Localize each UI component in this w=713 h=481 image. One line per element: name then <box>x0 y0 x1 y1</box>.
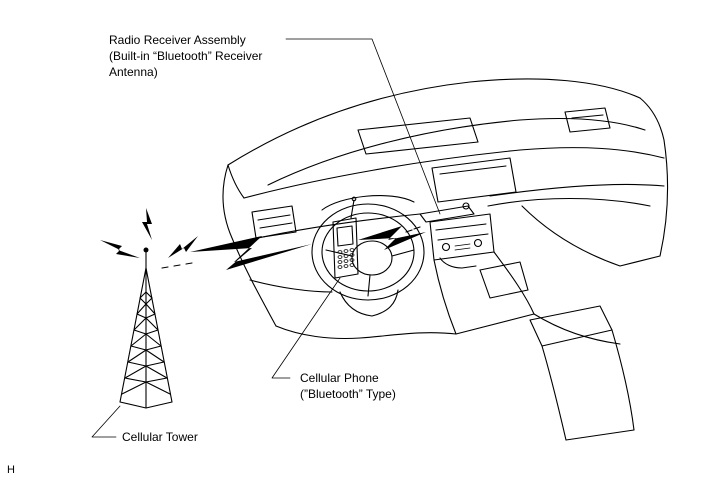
leader-lines <box>91 38 441 438</box>
cellular-phone-label-line1: Cellular Phone <box>300 371 379 385</box>
radio-receiver-label-line2: (Built-in “Bluetooth” Receiver <box>109 49 263 63</box>
cellular-tower-label: Cellular Tower <box>122 430 198 444</box>
car-interior <box>222 78 669 441</box>
radio-receiver-label-line1: Radio Receiver Assembly <box>109 33 246 47</box>
radio-receiver-label: Radio Receiver Assembly (Built-in “Bluet… <box>109 32 262 80</box>
cellular-tower <box>119 247 173 409</box>
radio-receiver-label-line3: Antenna) <box>109 65 158 79</box>
illustration-code: H <box>7 464 15 476</box>
cellular-phone-label: Cellular Phone (”Bluetooth” Type) <box>300 370 396 402</box>
cellular-phone-label-line2: (”Bluetooth” Type) <box>300 387 396 401</box>
cellular-phone <box>332 196 359 279</box>
signal-bolts <box>100 208 426 270</box>
